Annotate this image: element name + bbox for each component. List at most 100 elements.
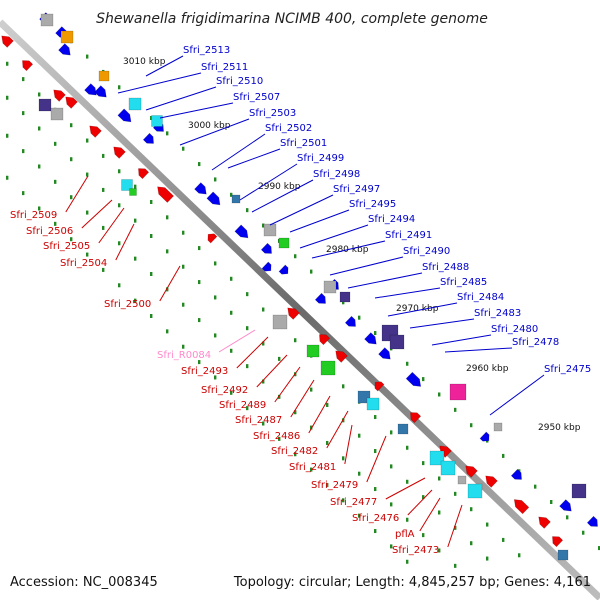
gene-label-reverse[interactable]: Sfri_2506 xyxy=(26,226,73,237)
gene-label-reverse[interactable]: Sfri_2509 xyxy=(10,210,57,221)
gene-label-forward[interactable]: Sfri_2484 xyxy=(457,292,504,303)
gene-label-reverse[interactable]: pflA xyxy=(395,529,415,540)
guide-dot xyxy=(310,387,313,392)
gene-label-forward[interactable]: Sfri_2495 xyxy=(349,199,396,210)
guide-dot xyxy=(454,525,457,530)
gene-arrow-forward xyxy=(206,191,221,206)
guide-dot xyxy=(86,138,89,143)
gene-label-forward[interactable]: Sfri_2499 xyxy=(297,153,344,164)
gene-label-forward[interactable]: Sfri_2480 xyxy=(491,324,538,335)
gene-label-reverse[interactable]: Sfri_R0084 xyxy=(157,350,211,361)
gene-box xyxy=(50,107,64,121)
gene-box xyxy=(467,483,483,499)
gene-label-forward[interactable]: Sfri_2491 xyxy=(385,230,432,241)
guide-dot xyxy=(102,153,105,158)
gene-arrow-forward xyxy=(278,264,289,275)
gene-box xyxy=(493,422,503,432)
gene-label-forward[interactable]: Sfri_2497 xyxy=(333,184,380,195)
gene-box xyxy=(320,360,336,376)
leader-line xyxy=(387,302,458,317)
gene-arrow-reverse xyxy=(410,412,422,424)
guide-dot xyxy=(118,203,121,208)
gene-label-reverse[interactable]: Sfri_2486 xyxy=(253,431,300,442)
gene-label-reverse[interactable]: Sfri_2473 xyxy=(392,545,439,556)
leader-line xyxy=(159,102,234,119)
gene-arrow-reverse xyxy=(138,168,150,180)
guide-dot xyxy=(118,169,121,174)
guide-dot xyxy=(422,495,425,500)
gene-arrow-reverse xyxy=(465,465,478,478)
gene-label-forward[interactable]: Sfri_2501 xyxy=(280,138,327,149)
gene-label-reverse[interactable]: Sfri_2482 xyxy=(271,446,318,457)
guide-dot xyxy=(118,85,121,90)
gene-arrow-reverse xyxy=(53,89,66,102)
guide-dot xyxy=(198,280,201,285)
guide-dot xyxy=(470,541,473,546)
gene-label-forward[interactable]: Sfri_2485 xyxy=(440,277,487,288)
gene-label-reverse[interactable]: Sfri_2476 xyxy=(352,513,399,524)
leader-line xyxy=(444,347,513,353)
guide-dot xyxy=(374,331,377,336)
leader-line xyxy=(256,354,288,388)
gene-shape xyxy=(58,43,71,56)
gene-label-reverse[interactable]: Sfri_2489 xyxy=(219,400,266,411)
gene-label-forward[interactable]: Sfri_2513 xyxy=(183,45,230,56)
gene-label-reverse[interactable]: Sfri_2487 xyxy=(235,415,282,426)
gene-box xyxy=(151,115,163,127)
guide-dot xyxy=(310,425,313,430)
leader-line xyxy=(145,86,217,111)
gene-label-reverse[interactable]: Sfri_2505 xyxy=(43,241,90,252)
gene-label-forward[interactable]: Sfri_2490 xyxy=(403,246,450,257)
gene-shape xyxy=(261,261,272,272)
guide-dot xyxy=(262,341,265,346)
gene-label-reverse[interactable]: Sfri_2477 xyxy=(330,497,377,508)
gene-label-forward[interactable]: Sfri_2483 xyxy=(474,308,521,319)
gene-box xyxy=(40,13,54,27)
gene-label-forward[interactable]: Sfri_2478 xyxy=(512,337,559,348)
guide-dot xyxy=(358,513,361,518)
leader-line xyxy=(239,163,298,201)
guide-dot xyxy=(342,498,345,503)
guide-dot xyxy=(454,563,457,568)
coordinate-label: 3000 kbp xyxy=(188,121,231,131)
gene-label-reverse[interactable]: Sfri_2504 xyxy=(60,258,107,269)
guide-dot xyxy=(566,515,569,520)
guide-dot xyxy=(582,530,585,535)
dotted-guides xyxy=(6,39,600,568)
gene-label-forward[interactable]: Sfri_2502 xyxy=(265,123,312,134)
gene-label-forward[interactable]: Sfri_2494 xyxy=(368,214,415,225)
gene-label-forward[interactable]: Sfri_2507 xyxy=(233,92,280,103)
gene-label-forward[interactable]: Sfri_2510 xyxy=(216,76,263,87)
guide-dot xyxy=(486,522,489,527)
gene-shape xyxy=(53,89,66,102)
guide-dot xyxy=(214,333,217,338)
gene-label-reverse[interactable]: Sfri_2481 xyxy=(289,462,336,473)
leader-line xyxy=(98,207,125,244)
guide-dot xyxy=(246,364,249,369)
guide-dot xyxy=(390,464,393,469)
gene-box xyxy=(397,423,409,435)
guide-dot xyxy=(374,487,377,492)
gene-label-reverse[interactable]: Sfri_2492 xyxy=(201,385,248,396)
label-leader-lines xyxy=(65,55,545,548)
gene-labels[interactable]: Sfri_2513Sfri_2511Sfri_2510Sfri_2507Sfri… xyxy=(10,45,591,556)
guide-dot xyxy=(310,269,313,274)
gene-box xyxy=(263,223,277,237)
guide-dot xyxy=(54,141,57,146)
gene-label-reverse[interactable]: Sfri_2493 xyxy=(181,366,228,377)
gene-shape xyxy=(94,85,107,98)
guide-dot xyxy=(166,249,169,254)
gene-shape xyxy=(479,431,490,442)
gene-label-reverse[interactable]: Sfri_2500 xyxy=(104,299,151,310)
gene-label-forward[interactable]: Sfri_2498 xyxy=(313,169,360,180)
guide-dot xyxy=(278,356,281,361)
leader-line xyxy=(115,223,135,261)
accession-text: Accession: NC_008345 xyxy=(10,575,158,590)
gene-label-forward[interactable]: Sfri_2488 xyxy=(422,262,469,273)
gene-label-reverse[interactable]: Sfri_2479 xyxy=(311,480,358,491)
gene-label-forward[interactable]: Sfri_2511 xyxy=(201,62,248,73)
gene-label-forward[interactable]: Sfri_2503 xyxy=(249,108,296,119)
gene-arrow-reverse xyxy=(207,233,218,244)
gene-label-forward[interactable]: Sfri_2475 xyxy=(544,364,591,375)
guide-dot xyxy=(246,292,249,297)
